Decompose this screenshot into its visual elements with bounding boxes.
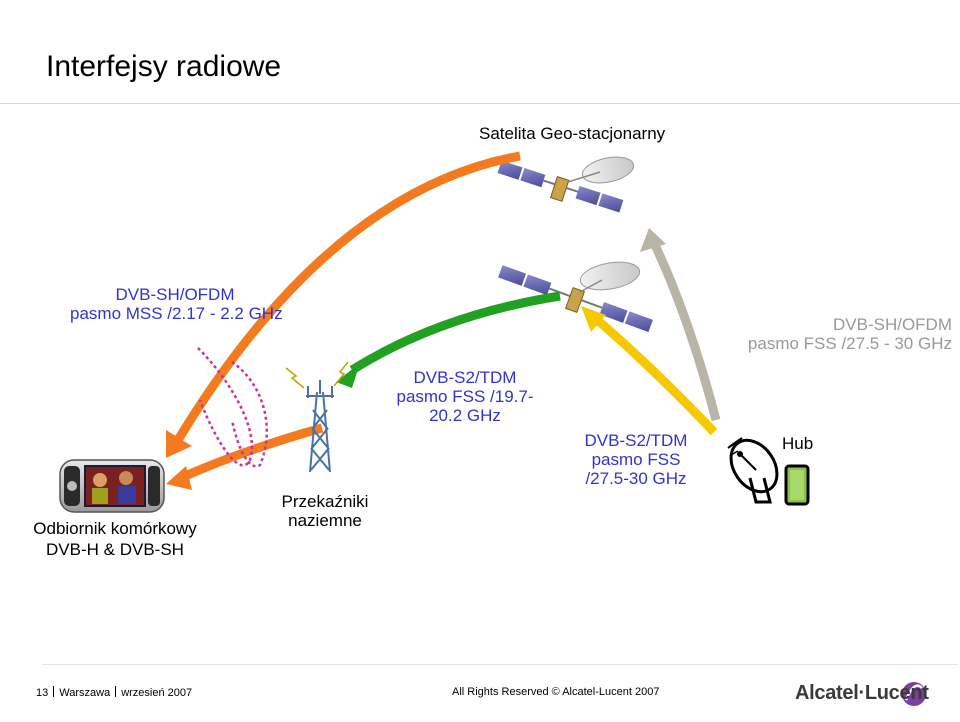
orange-link-label: DVB-SH/OFDM pasmo MSS /2.17 - 2.2 GHz	[70, 285, 283, 323]
footer-info: 13 Warszawa wrzesień 2007	[36, 686, 192, 699]
signal-lightning-icon	[285, 361, 349, 389]
green-link-label-line2: pasmo FSS /19.7-	[396, 387, 534, 406]
grey-link-label-line1: DVB-SH/OFDM	[833, 315, 952, 334]
slide-title: Interfejsy radiowe	[46, 50, 282, 83]
green-link-label-line1: DVB-S2/TDM	[413, 368, 517, 387]
grey-uplink-arrow	[640, 228, 721, 422]
logo-icon	[902, 682, 926, 706]
page-number: 13	[36, 687, 49, 699]
hub-server-icon	[784, 464, 810, 506]
yellow-link-label-line3: /27.5-30 GHz	[585, 469, 687, 488]
footer-rights: All Rights Reserved © Alcatel-Lucent 200…	[452, 686, 660, 698]
orange-link-label-line1: DVB-SH/OFDM	[115, 285, 235, 304]
hub-label: Hub	[782, 434, 814, 453]
receiver-label-line1: Odbiornik komórkowy	[33, 519, 197, 538]
footer-date: wrzesień 2007	[121, 687, 193, 699]
satellite-dish-icon	[727, 437, 779, 504]
receiver-label-line2: DVB-H & DVB-SH	[46, 540, 184, 559]
footer-divider	[42, 664, 958, 665]
repeater-label-line2: naziemne	[288, 511, 362, 530]
coverage-ellipse	[197, 347, 268, 468]
orange-terrestrial-arrow	[166, 423, 324, 490]
logo-text: Alcatel·Lucent	[795, 682, 929, 704]
yellow-link-label-line2: pasmo FSS	[591, 450, 681, 469]
orange-link-label-line2: pasmo MSS /2.17 - 2.2 GHz	[70, 304, 283, 323]
satellite-label: Satelita Geo-stacjonarny	[479, 124, 666, 143]
repeater-label: Przekaźniki naziemne	[255, 492, 395, 530]
footer-city: Warszawa	[59, 687, 111, 699]
grey-link-label-line2: pasmo FSS /27.5 - 30 GHz	[747, 334, 952, 353]
grey-link-label: DVB-SH/OFDM pasmo FSS /27.5 - 30 GHz	[716, 315, 952, 353]
repeater-label-line1: Przekaźniki	[281, 492, 369, 511]
title-divider	[0, 103, 960, 104]
receiver-label: Odbiornik komórkowy DVB-H & DVB-SH	[10, 518, 220, 560]
phone-icon	[59, 459, 165, 513]
yellow-link-label: DVB-S2/TDM pasmo FSS /27.5-30 GHz	[566, 431, 706, 488]
green-link-label-line3: 20.2 GHz	[429, 406, 501, 425]
antenna-tower-icon	[306, 380, 334, 473]
satellite-icon	[497, 156, 635, 213]
green-link-label: DVB-S2/TDM pasmo FSS /19.7- 20.2 GHz	[385, 368, 545, 425]
yellow-uplink-arrow	[581, 306, 718, 436]
satellite-icon	[498, 261, 653, 333]
yellow-link-label-line1: DVB-S2/TDM	[584, 431, 688, 450]
orange-downlink-arrow	[166, 151, 521, 458]
green-downlink-arrow	[336, 291, 561, 388]
